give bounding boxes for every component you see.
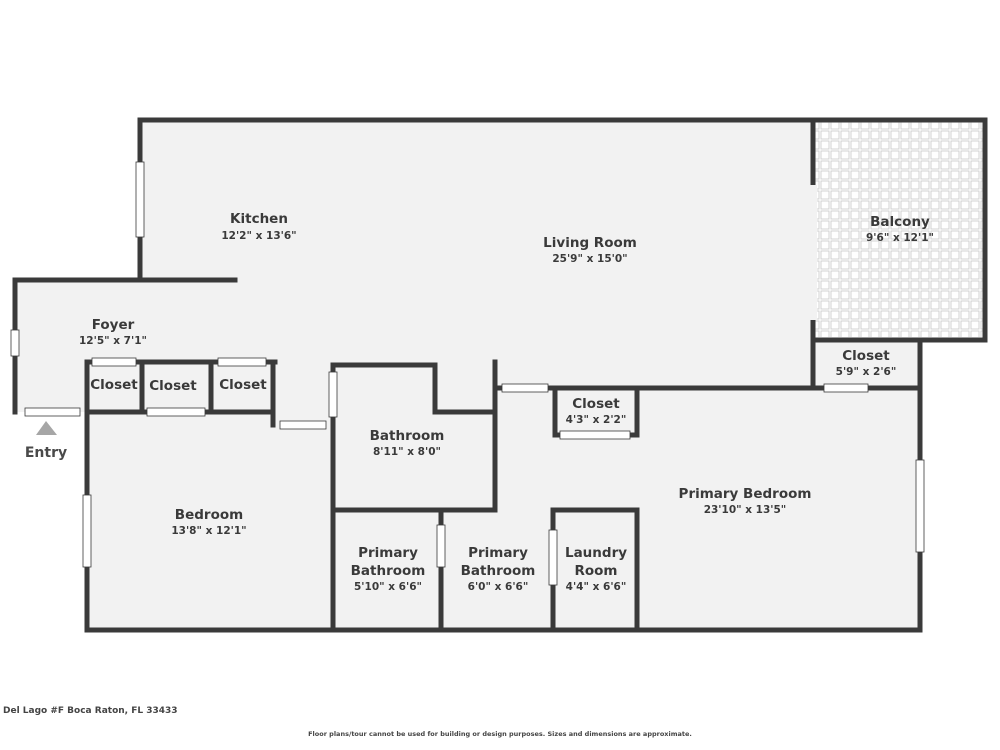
closet-2-name: Closet xyxy=(149,378,197,394)
foyer-name: Foyer xyxy=(92,317,135,333)
closet2-door xyxy=(146,407,206,417)
primary-bath-2-name-line2: Bathroom xyxy=(461,563,536,579)
balcony-floor xyxy=(813,122,983,337)
floor-areas xyxy=(15,120,983,630)
closet3-door xyxy=(217,357,267,367)
laundry-name-line2: Room xyxy=(574,563,617,579)
bathroom-name: Bathroom xyxy=(370,428,445,444)
primary-bath-1-name-line2: Bathroom xyxy=(351,563,426,579)
entry-label: Entry xyxy=(25,445,67,461)
bedroom-door xyxy=(279,420,327,430)
balcony-closet-name: Closet xyxy=(842,348,890,364)
primary-closet-name: Closet xyxy=(572,396,620,412)
laundry-name-line1: Laundry xyxy=(565,545,627,561)
living-room-name: Living Room xyxy=(543,235,637,251)
openings xyxy=(10,161,925,586)
bath-divider-door xyxy=(436,524,446,568)
primary-closet-dims: 4'3" x 2'2" xyxy=(566,414,627,426)
kitchen-dims: 12'2" x 13'6" xyxy=(221,230,296,242)
entry-arrow-icon xyxy=(36,421,57,435)
kitchen-name: Kitchen xyxy=(230,211,288,227)
balcony-name: Balcony xyxy=(870,214,930,230)
foyer-dims: 12'5" x 7'1" xyxy=(79,335,147,347)
closet-3-name: Closet xyxy=(219,377,267,393)
bathroom-dims: 8'11" x 8'0" xyxy=(373,446,441,458)
property-address: Del Lago #F Boca Raton, FL 33433 xyxy=(3,706,178,716)
balcony-closet-dims: 5'9" x 2'6" xyxy=(836,366,897,378)
balcony-door xyxy=(809,185,817,320)
room-labels: Kitchen 12'2" x 13'6" Living Room 25'9" … xyxy=(79,211,934,593)
primary-bath-1-dims: 5'10" x 6'6" xyxy=(354,581,422,593)
primary-bath-2-name-line1: Primary xyxy=(468,545,528,561)
laundry-door xyxy=(548,529,558,586)
primary-bedroom-door xyxy=(501,383,549,393)
primary-bedroom-dims: 23'10" x 13'5" xyxy=(704,504,787,516)
disclaimer-text: Floor plans/tour cannot be used for buil… xyxy=(308,730,692,738)
primary-bedroom-name: Primary Bedroom xyxy=(679,486,812,502)
bedroom-name: Bedroom xyxy=(175,507,243,523)
closet1-door xyxy=(91,357,137,367)
bathroom-door xyxy=(328,371,338,418)
balcony-dims: 9'6" x 12'1" xyxy=(866,232,934,244)
primary-closet-door xyxy=(559,430,631,440)
entry-door xyxy=(24,407,81,417)
bedroom-dims: 13'8" x 12'1" xyxy=(171,525,246,537)
primary-bath-2-dims: 6'0" x 6'6" xyxy=(468,581,529,593)
living-room-dims: 25'9" x 15'0" xyxy=(552,253,627,265)
closet-1-name: Closet xyxy=(90,377,138,393)
foyer-window xyxy=(10,329,20,357)
laundry-dims: 4'4" x 6'6" xyxy=(566,581,627,593)
balcony-closet-door xyxy=(823,383,869,393)
kitchen-window xyxy=(135,161,145,238)
primary-bedroom-window xyxy=(915,459,925,553)
primary-bath-1-name-line1: Primary xyxy=(358,545,418,561)
main-floor xyxy=(15,120,920,630)
bedroom-window xyxy=(82,494,92,568)
